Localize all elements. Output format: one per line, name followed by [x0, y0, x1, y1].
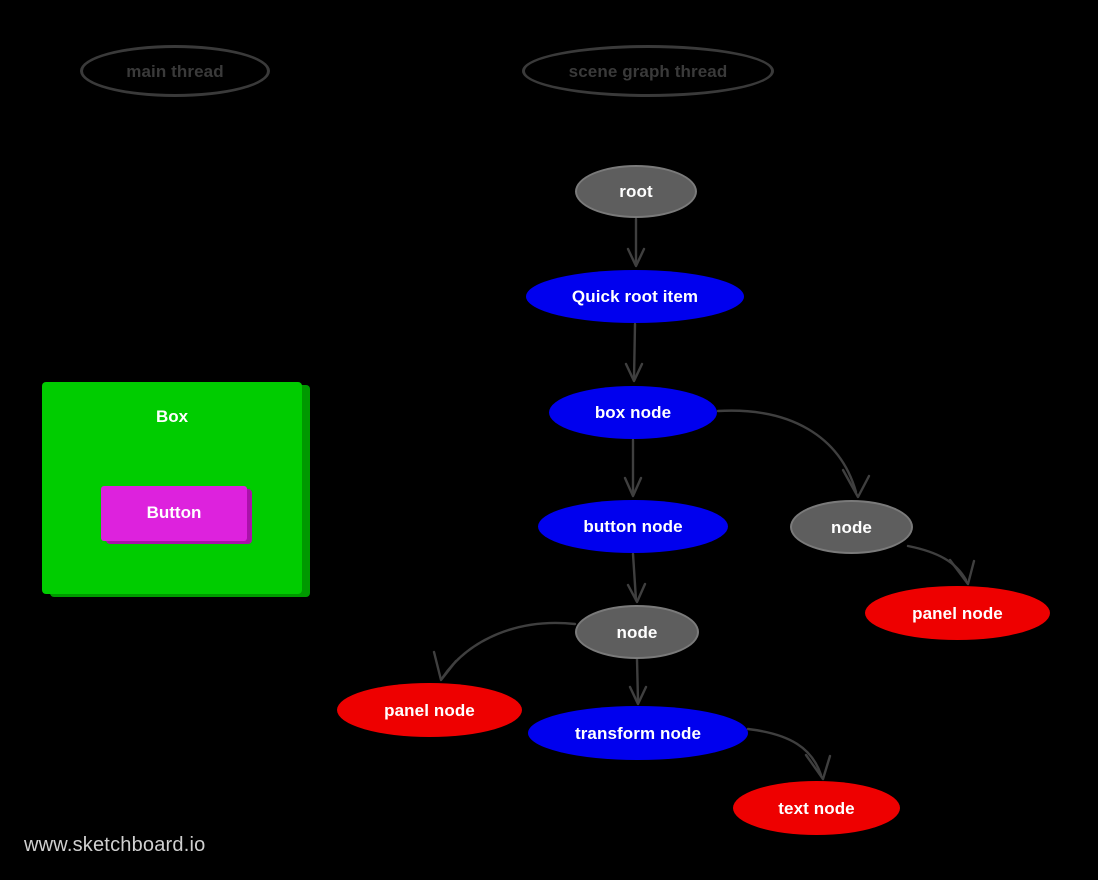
- node-panel-node-left[interactable]: panel node: [337, 683, 522, 737]
- node-node-right-label: node: [830, 517, 872, 537]
- node-button-node-label: button node: [583, 517, 683, 536]
- node-panel-node-right[interactable]: panel node: [865, 586, 1050, 640]
- node-box-node[interactable]: box node: [549, 386, 717, 439]
- node-quick-root-item-label: Quick root item: [571, 287, 699, 306]
- button-widget-label: Button: [146, 503, 202, 522]
- edge-node-right-to-panel-node-right: [906, 544, 976, 586]
- node-node-middle-label: node: [616, 622, 658, 642]
- edge-transform-node-to-text-node: [746, 727, 832, 781]
- node-text-node-label: text node: [778, 798, 855, 818]
- node-transform-node-label: transform node: [574, 723, 702, 743]
- box-widget-label: Box: [155, 407, 189, 426]
- edge-root-to-quick-root-item: [626, 217, 646, 268]
- edge-box-node-to-button-node: [623, 438, 643, 498]
- edge-quick-root-item-to-box-node: [624, 322, 644, 383]
- node-text-node[interactable]: text node: [733, 781, 900, 835]
- edge-node-middle-to-panel-node-left: [432, 621, 577, 682]
- node-panel-node-right-label: panel node: [912, 603, 1003, 623]
- button-widget[interactable]: Button: [101, 486, 247, 541]
- edge-node-middle-to-transform-node: [628, 657, 648, 706]
- lane-main-thread-label: main thread: [126, 61, 224, 81]
- node-root-label: root: [619, 182, 653, 201]
- edge-button-node-to-node-middle: [626, 552, 647, 604]
- lane-scene-graph-thread: scene graph thread: [522, 45, 774, 97]
- watermark: www.sketchboard.io: [24, 834, 206, 856]
- edge-box-node-to-node-right: [716, 409, 871, 499]
- lane-scene-graph-thread-label: scene graph thread: [568, 61, 728, 81]
- node-box-node-label: box node: [594, 403, 672, 422]
- node-node-middle[interactable]: node: [575, 605, 699, 659]
- node-button-node[interactable]: button node: [538, 500, 728, 553]
- node-node-right[interactable]: node: [790, 500, 913, 554]
- lane-main-thread: main thread: [80, 45, 270, 97]
- node-root[interactable]: root: [575, 165, 697, 218]
- node-quick-root-item[interactable]: Quick root item: [526, 270, 744, 323]
- node-transform-node[interactable]: transform node: [528, 706, 748, 760]
- node-panel-node-left-label: panel node: [384, 700, 475, 720]
